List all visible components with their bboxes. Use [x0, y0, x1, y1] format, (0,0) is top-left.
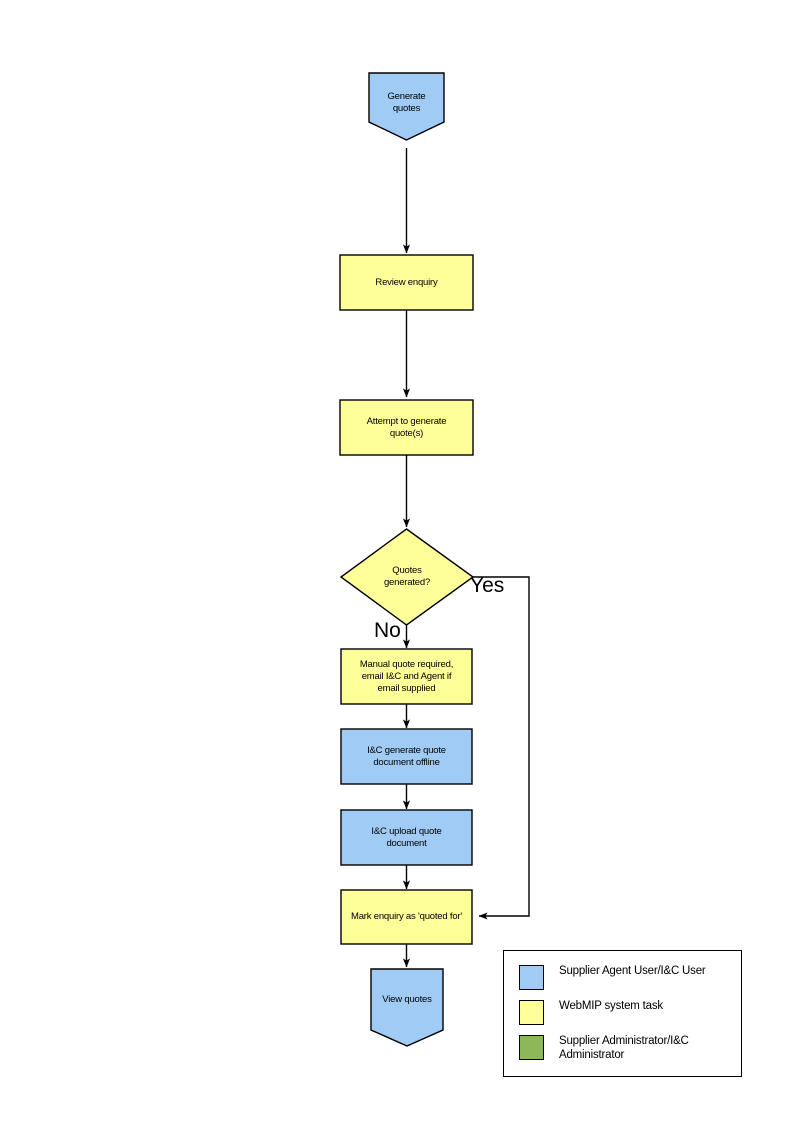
legend-item-system-task: WebMIP system task — [519, 1000, 734, 1025]
node-review-enquiry[interactable] — [339, 254, 474, 311]
legend-label-user-task: Supplier Agent User/I&C User — [559, 965, 706, 977]
node-mark-enquiry-quoted-for[interactable] — [340, 889, 473, 945]
node-attempt-generate-quotes[interactable] — [339, 399, 474, 456]
legend-swatch-admin-task — [519, 1035, 544, 1060]
node-ic-upload-quote-document[interactable] — [340, 809, 473, 866]
legend-item-admin-task: Supplier Administrator/I&C Administrator — [519, 1035, 734, 1062]
legend-label-system-task: WebMIP system task — [559, 1000, 663, 1012]
legend-label-admin-task: Supplier Administrator/I&C Administrator — [559, 1035, 689, 1061]
node-quotes-generated[interactable] — [339, 528, 475, 626]
edge-decision-yes-to-mark — [473, 576, 530, 920]
legend-swatch-user-task — [519, 965, 544, 990]
node-ic-generate-quote-offline[interactable] — [340, 728, 473, 785]
edge-label-yes: Yes — [470, 574, 505, 597]
node-generate-quotes[interactable] — [368, 72, 445, 141]
edge-label-no: No — [374, 619, 401, 642]
node-manual-quote-required[interactable] — [340, 648, 473, 705]
legend-item-user-task: Supplier Agent User/I&C User — [519, 965, 734, 990]
node-view-quotes[interactable] — [370, 968, 444, 1047]
legend-swatch-system-task — [519, 1000, 544, 1025]
